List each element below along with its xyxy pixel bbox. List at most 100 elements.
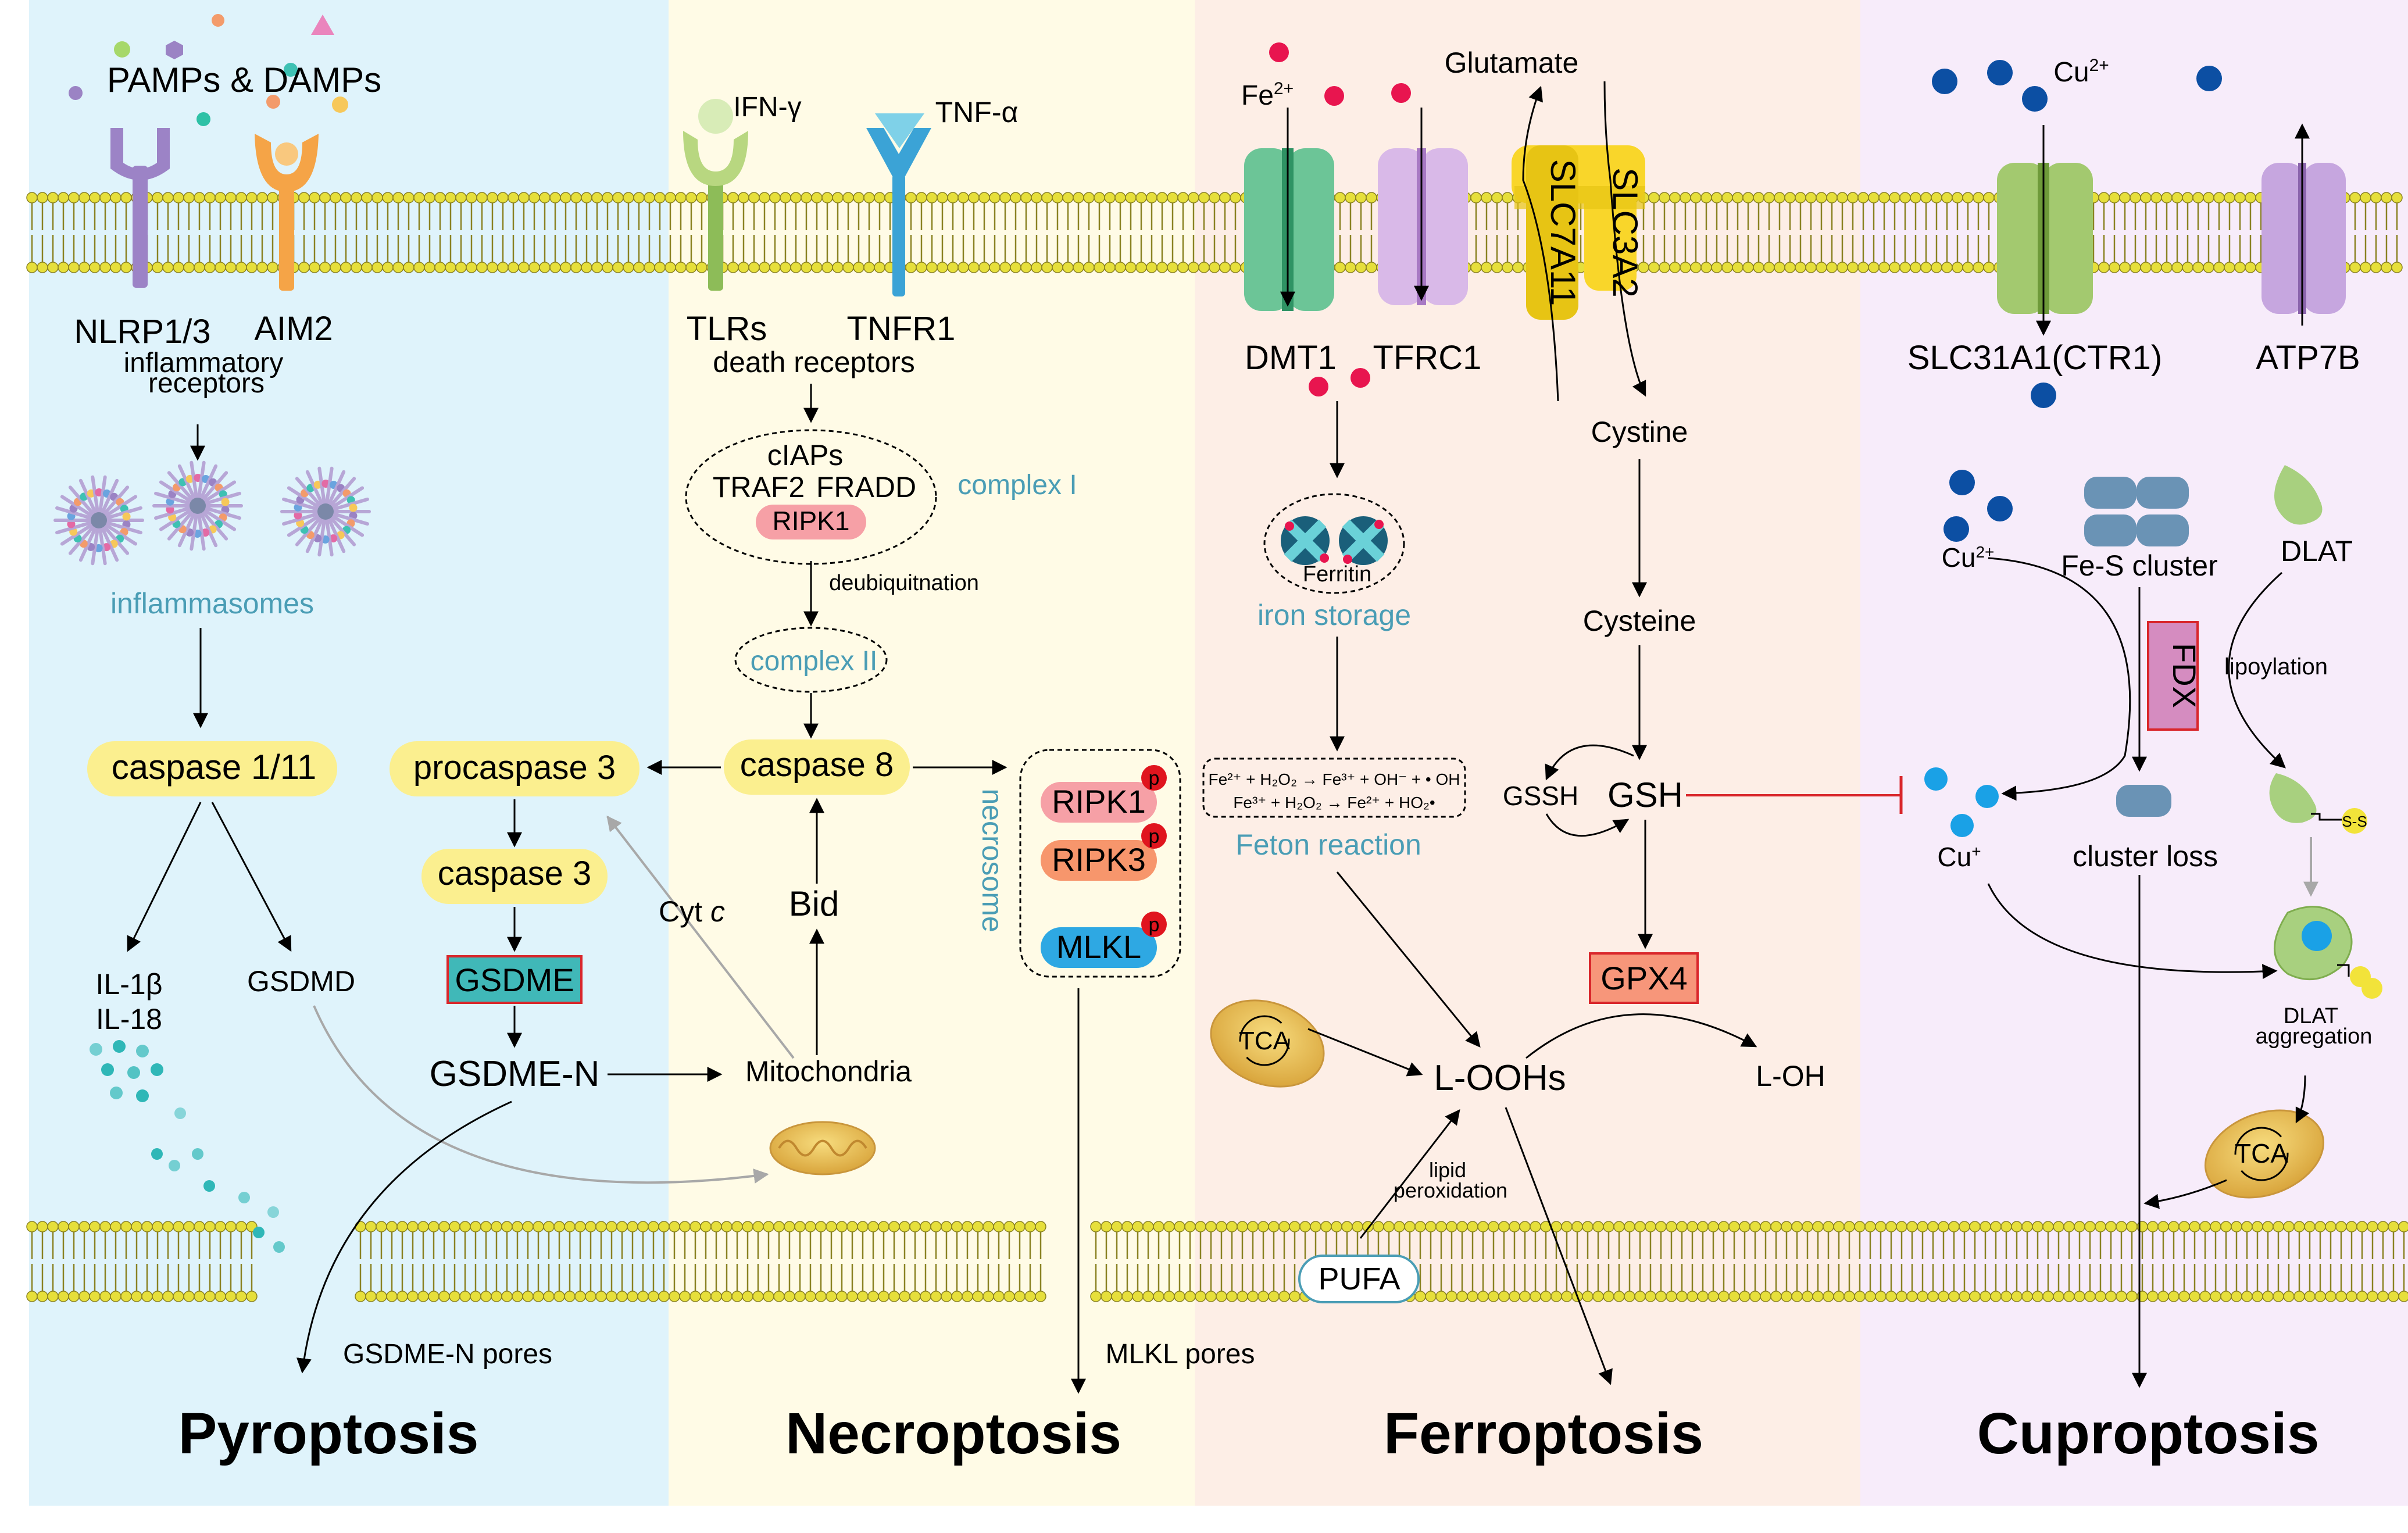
ferroptosis-section: Fe2+ DMT1 TFRC1 SLC7A11 SLC3A2 Glutamate… — [1202, 42, 1903, 1385]
fe2-ions-icon — [1269, 42, 1411, 396]
pamps-damps-molecules-icon — [69, 14, 348, 126]
inflammatory-receptors-label-1: inflammatory — [124, 348, 284, 378]
cu2-intracellular-label: Cu2+ — [1942, 542, 1995, 573]
gsdme-n-label: GSDME-N — [430, 1054, 600, 1094]
necrosome-box — [1019, 749, 1181, 978]
lipid-label: lipid — [1429, 1158, 1466, 1182]
dlat-aggregation-label-1: DLAT — [2284, 1004, 2338, 1028]
gsh-label: GSH — [1607, 776, 1683, 814]
iron-storage-label: iron storage — [1257, 599, 1411, 631]
il1b-label: IL-1β — [96, 968, 163, 1000]
pufa-box — [1298, 1255, 1420, 1303]
gssh-label: GSSH — [1503, 781, 1578, 811]
tca-mitochondria-icon — [1210, 999, 1325, 1088]
l-oh-label: L-OH — [1756, 1060, 1825, 1092]
gsdme-box — [446, 955, 583, 1004]
slc3a2-label: SLC3A2 — [1606, 167, 1645, 297]
traf2-label: TRAF2 — [713, 471, 805, 503]
complex-2-ellipse — [734, 627, 888, 693]
caspase-3-box — [421, 849, 608, 904]
cluster-loss-label: cluster loss — [2073, 840, 2218, 873]
s-s-label: S-S — [2342, 813, 2367, 830]
deubiquitination-label: deubiquitnation — [829, 571, 979, 595]
mlkl-phospho-label: p — [1149, 914, 1160, 936]
necroptosis-title: Necroptosis — [785, 1401, 1121, 1466]
ciaps-label: cIAPs — [767, 439, 844, 471]
cuproptosis-section: Cu2+ SLC31A1(CTR1) ATP7B Cu2+ Fe-S clust… — [1907, 56, 2382, 1388]
l-oohs-label: L-OOHs — [1434, 1058, 1566, 1098]
ripk1-p-box — [1041, 782, 1157, 823]
glutamate-label: Glutamate — [1445, 47, 1579, 79]
ripk3-p-box — [1041, 840, 1157, 881]
ferritin-ellipse — [1263, 493, 1405, 594]
inflammatory-receptors-label-2: receptors — [148, 368, 265, 399]
procaspase-3-label: procaspase 3 — [413, 749, 616, 787]
gsdme-pores-label: GSDME-N pores — [343, 1339, 552, 1370]
gsdme-label: GSDME — [455, 962, 574, 998]
mlkl-p-box — [1041, 927, 1157, 968]
ferritin-label: Ferritin — [1303, 562, 1371, 587]
lost-fe-s-cluster-icon — [2116, 785, 2171, 817]
nlrp-receptor-icon — [110, 128, 170, 288]
caspase-3-label: caspase 3 — [438, 855, 591, 892]
ferroptosis-title: Ferroptosis — [1384, 1401, 1703, 1466]
dlat-label: DLAT — [2281, 535, 2353, 567]
tfrc1-label: TFRC1 — [1373, 339, 1482, 377]
slc7a11-slc3a2-transporter-icon — [1512, 145, 1645, 320]
pyroptosis-section: PAMPs & DAMPs NLRP1/3 AIM2 inflammatory … — [53, 14, 769, 1370]
gsdmd-label: GSDMD — [247, 965, 355, 998]
pyroptosis-title: Pyroptosis — [178, 1401, 479, 1466]
caspase-1-11-box — [87, 741, 337, 796]
tlrs-label: TLRs — [687, 310, 767, 348]
mitochondria-icon — [769, 1121, 876, 1175]
cu1-label: Cu+ — [1937, 842, 1981, 872]
fdx-label: FDX — [2166, 643, 2203, 708]
cu2-label: Cu2+ — [2053, 56, 2109, 88]
tfrc1-transporter-icon — [1378, 148, 1468, 305]
fenton-equation-2: Fe³⁺ + H₂O₂ → Fe²⁺ + HO₂• — [1233, 794, 1435, 812]
mlkl-pores-label: MLKL pores — [1105, 1339, 1255, 1370]
necroptosis-section: IFN-γ TNF-α TLRs TNFR1 death receptors c… — [296, 92, 1255, 1394]
procaspase-3-box — [390, 741, 639, 796]
ripk3-phospho-label: p — [1149, 826, 1160, 848]
cysteine-label: Cysteine — [1583, 605, 1696, 637]
mlkl-phospho-icon — [1141, 912, 1167, 937]
complex-1-ellipse — [685, 429, 937, 565]
inflammasomes-label: inflammasomes — [110, 587, 314, 620]
fe2-label: Fe2+ — [1241, 79, 1294, 111]
death-receptors-label: death receptors — [713, 346, 914, 378]
ripk1-phospho-label: p — [1149, 767, 1160, 789]
tca-cupro-label: TCA — [2235, 1138, 2288, 1168]
aim2-label: AIM2 — [254, 310, 333, 348]
cuproptosis-title: Cuproptosis — [1977, 1401, 2320, 1466]
dlat-aggregation-icon — [2274, 906, 2382, 999]
inflammasome-cluster-icon — [53, 460, 371, 566]
ripk1-phospho-icon — [1141, 765, 1167, 791]
tnf-alpha-label: TNF-α — [935, 96, 1019, 128]
slc31a1-transporter-icon — [1997, 163, 2093, 314]
ripk1-complex1-label: RIPK1 — [773, 506, 850, 536]
gpx4-label: GPX4 — [1600, 960, 1687, 996]
tca-ferro-label: TCA — [1239, 1027, 1291, 1055]
pufa-label: PUFA — [1318, 1262, 1400, 1296]
cu1-ions-icon — [1924, 767, 1999, 837]
slc31a1-label: SLC31A1(CTR1) — [1907, 339, 2162, 377]
fe-s-cluster-label: Fe-S cluster — [2061, 549, 2218, 582]
slc7a11-label: SLC7A11 — [1544, 159, 1582, 306]
cystine-label: Cystine — [1591, 416, 1688, 448]
caspase-8-label: caspase 8 — [740, 746, 894, 784]
complex-2-label: complex II — [751, 646, 878, 677]
caspase-8-box — [724, 739, 910, 795]
lipoylation-label: lipoylation — [2224, 654, 2328, 680]
atp7b-label: ATP7B — [2256, 339, 2360, 377]
cyt-c-label: Cyt c — [659, 895, 725, 928]
cytokine-release-dots-icon — [90, 1040, 285, 1253]
dmt1-transporter-icon — [1244, 148, 1334, 311]
caspase-1-11-label: caspase 1/11 — [112, 748, 316, 787]
lipoylated-dlat-icon — [2269, 773, 2367, 834]
ripk3-p-label: RIPK3 — [1052, 841, 1146, 878]
bottom-plasma-membrane — [26, 1221, 2408, 1302]
fenton-equation-1: Fe²⁺ + H₂O₂ → Fe³⁺ + OH⁻ + • OH — [1209, 770, 1460, 788]
